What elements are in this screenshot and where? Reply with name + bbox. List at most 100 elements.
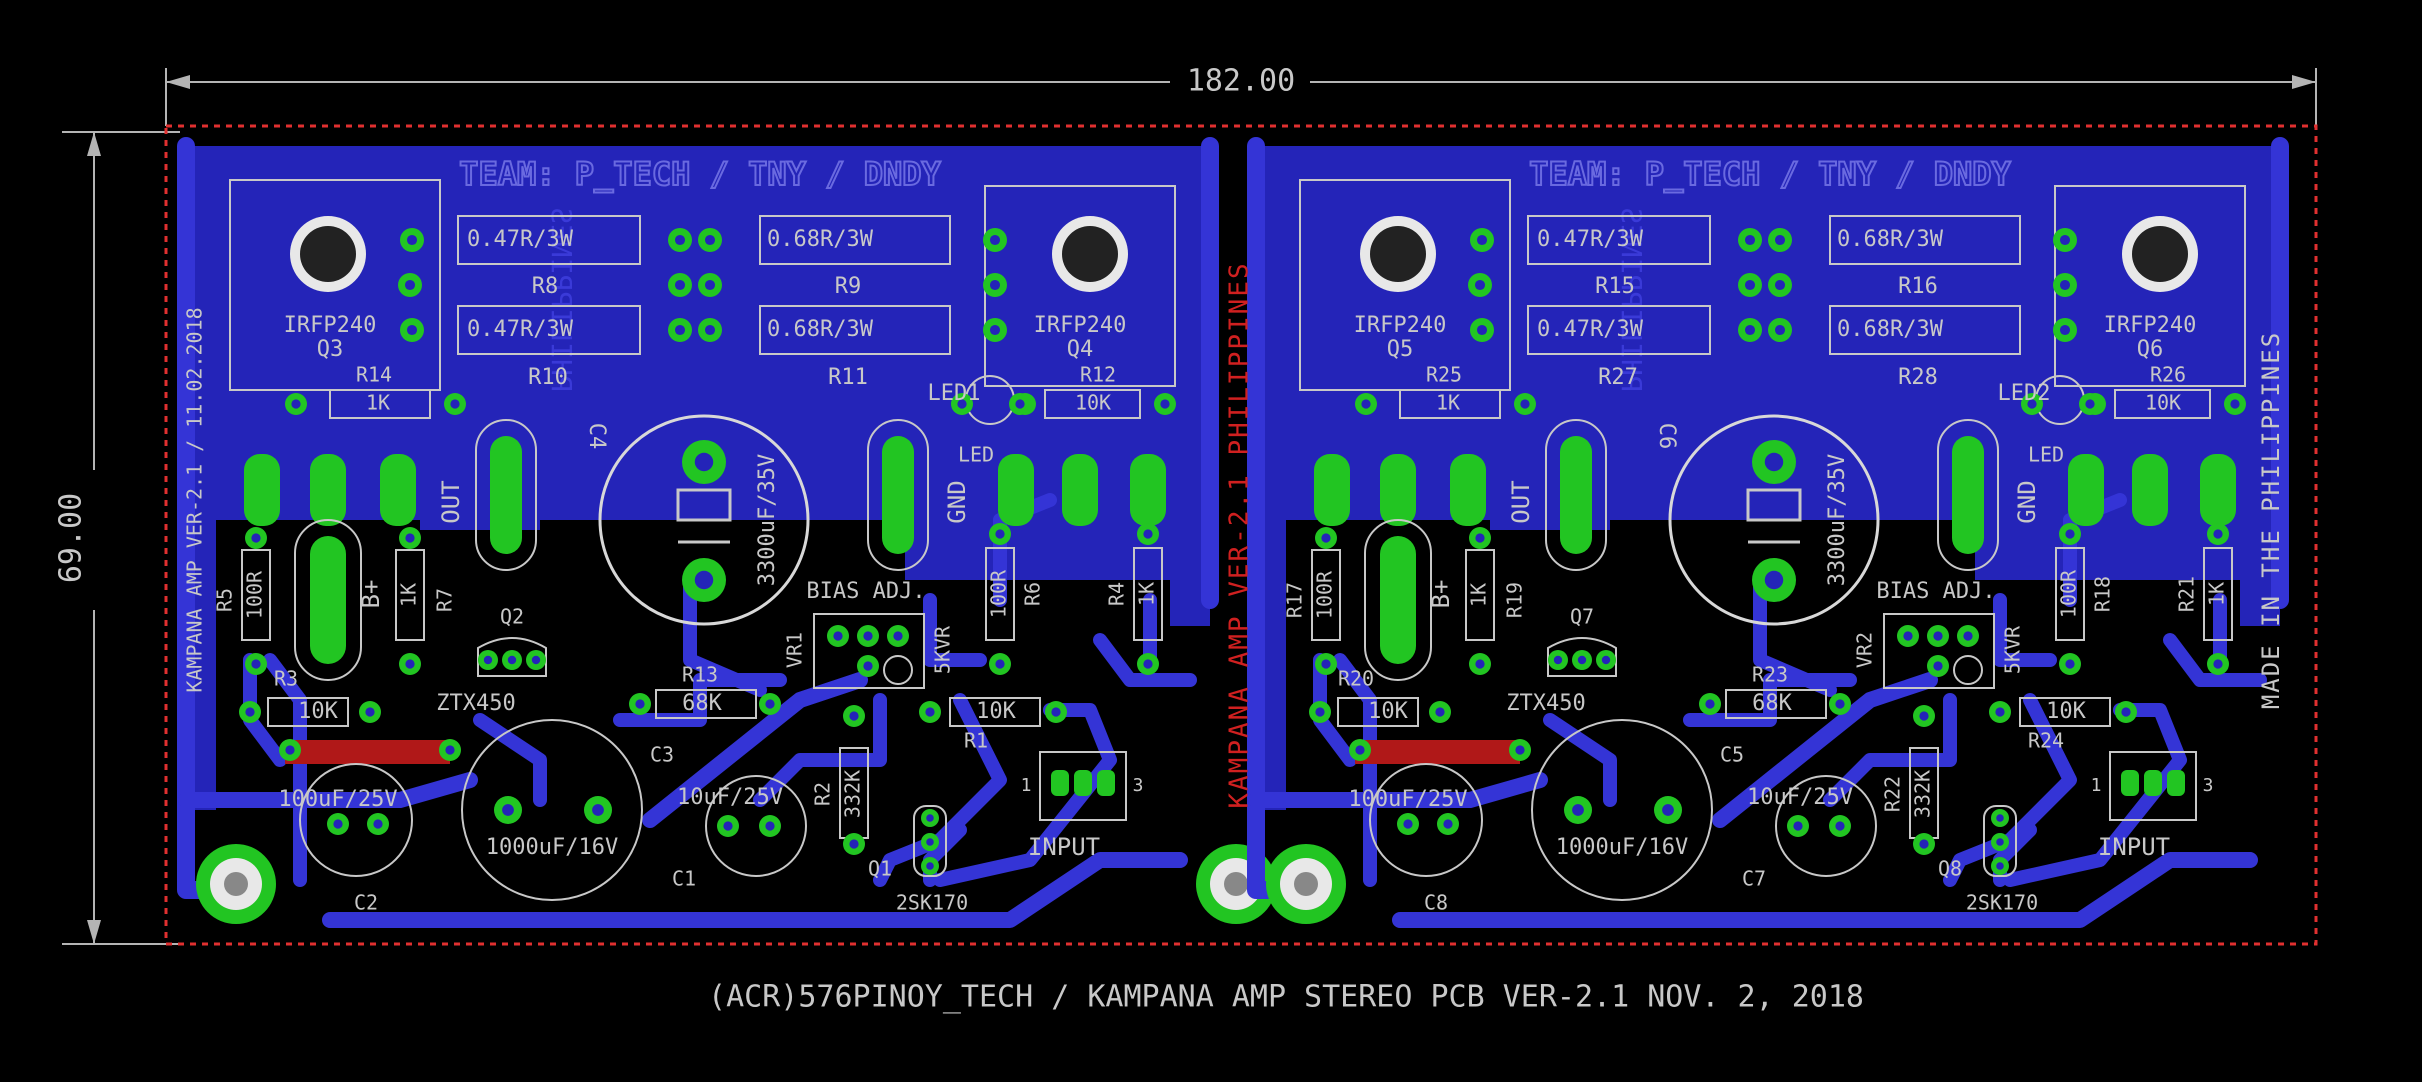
resistor-outline <box>759 215 951 265</box>
resistor-outline <box>1044 389 1141 419</box>
vr-value: 5KVR <box>931 625 955 674</box>
pad-oval <box>1062 454 1098 526</box>
resistor-ref: R18 <box>2091 576 2115 612</box>
cap-outline <box>461 719 643 901</box>
input-label: INPUT <box>2098 833 2170 861</box>
pad-hole <box>694 570 714 590</box>
out-label: OUT <box>437 480 465 523</box>
transistor-outline <box>913 805 947 877</box>
copper-trace <box>1993 593 2057 667</box>
pad-hole <box>765 699 775 709</box>
out-label: OUT <box>1507 480 1535 523</box>
pin-label: 3 <box>1133 775 1144 796</box>
resistor-ref: R8 <box>532 274 559 299</box>
pad <box>1074 770 1092 796</box>
transistor-ref: Q1 <box>868 857 892 881</box>
resistor-ref: R1 <box>964 729 988 753</box>
resistor-ref: R5 <box>213 588 237 612</box>
pad-hole <box>1143 659 1153 669</box>
pad-hole <box>1744 324 1756 336</box>
resistor-outline <box>1829 305 2021 355</box>
pad-hole <box>291 399 301 409</box>
mounting-hole-inner <box>2132 226 2188 282</box>
vr-value: 5KVR <box>2001 625 2025 674</box>
mounting-hole-inner <box>1370 226 1426 282</box>
pad-hole <box>1572 804 1584 816</box>
pad-hole <box>1015 399 1025 409</box>
resistor-ref: R10 <box>528 365 568 390</box>
pad-hole <box>1764 570 1784 590</box>
pad-hole <box>1403 819 1413 829</box>
pad-hole <box>405 533 415 543</box>
pad-hole <box>635 699 645 709</box>
mosfet-ref: Q3 <box>317 337 344 362</box>
resistor-outline <box>655 689 757 719</box>
resistor-ref: R25 <box>1426 363 1462 387</box>
board-outline <box>164 124 2318 946</box>
resistor-value: 100R <box>987 569 1011 618</box>
connector-bplus-outline <box>1364 519 1432 681</box>
pad-hole <box>926 862 934 870</box>
mosfet-ref: Q4 <box>1067 337 1094 362</box>
resistor-ref: R20 <box>1338 667 1374 691</box>
resistor-outline <box>241 549 271 641</box>
pad-hole <box>2230 399 2240 409</box>
connector-gnd-outline <box>1937 419 1999 571</box>
pad-oval <box>1130 454 1166 526</box>
dimension-height-label: 69.00 <box>54 493 89 583</box>
pad-hole <box>450 399 460 409</box>
resistor-ref: R7 <box>433 588 457 612</box>
resistor-value: 100R <box>1313 570 1337 619</box>
pad-hole <box>1744 279 1756 291</box>
cap-ref: C7 <box>1742 867 1766 891</box>
pad-hole <box>365 707 375 717</box>
pad-hole <box>502 804 514 816</box>
vr-outline <box>813 613 925 689</box>
cap-ref: C8 <box>1424 891 1448 915</box>
copper-trace <box>642 672 868 828</box>
pad-oval <box>244 454 280 526</box>
resistor-outline <box>2114 389 2211 419</box>
pad-hole <box>1577 655 1587 665</box>
pad-hole <box>2059 234 2071 246</box>
left-side-label: KAMPANA AMP VER-2.1 / 11.02.2018 <box>183 307 207 692</box>
mosfet-value: IRFP240 <box>1034 313 1127 338</box>
pad-hole <box>507 655 517 665</box>
mosfet-value: IRFP240 <box>1354 313 1447 338</box>
pad-hole <box>1143 529 1153 539</box>
resistor-value: 10K <box>1075 391 1111 415</box>
cap-value: 1000uF/16V <box>1556 835 1688 860</box>
cap-ref: C3 <box>650 743 674 767</box>
pad-hole <box>704 324 716 336</box>
mosfet-ref: Q5 <box>1387 337 1414 362</box>
pad-hole <box>406 324 418 336</box>
pad-hole <box>704 279 716 291</box>
resistor-outline <box>949 697 1041 727</box>
pad-hole <box>1443 819 1453 829</box>
resistor-value: 332K <box>841 770 865 818</box>
cap-big-outline <box>598 414 810 626</box>
resistor-value: 0.47R/3W <box>1537 317 1644 342</box>
resistor-ref: R28 <box>1898 365 1938 390</box>
pin-label: 1 <box>1021 775 1032 796</box>
pad-hole <box>1355 745 1365 755</box>
cap-outline <box>705 775 807 877</box>
transistor-value: 2SK170 <box>896 891 968 915</box>
right-side-label: MADE IN THE PHILIPPINES <box>2257 331 2285 709</box>
cap-value: 10uF/25V <box>1747 785 1853 810</box>
copper-trace <box>1753 573 1837 697</box>
resistor-outline <box>395 549 425 641</box>
resistor-ref: R24 <box>2028 729 2064 753</box>
resistor-ref: R21 <box>2175 576 2199 612</box>
connector-bplus-outline <box>294 519 362 681</box>
led-label: LED <box>958 443 994 467</box>
resistor-ref: R6 <box>1021 582 1045 606</box>
pad-hole <box>704 234 716 246</box>
cap-ref: C2 <box>354 891 378 915</box>
pad-oval <box>998 454 1034 526</box>
resistor-outline <box>2203 547 2233 641</box>
copper-top-link <box>1355 740 1520 764</box>
pad-hole <box>1475 533 1485 543</box>
copper-trace <box>1543 713 1617 807</box>
connector-out-outline <box>1545 419 1607 571</box>
